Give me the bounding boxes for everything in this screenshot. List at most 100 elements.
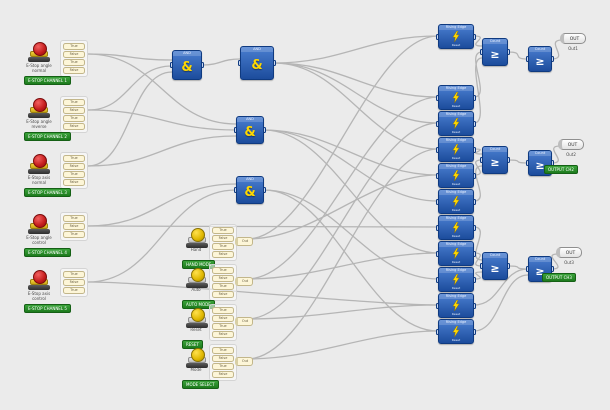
counter-block[interactable]: Count ≥: [480, 146, 510, 174]
param-capsule[interactable]: True: [63, 59, 85, 66]
param-capsule[interactable]: True: [212, 283, 234, 290]
param-capsule[interactable]: True: [63, 287, 85, 294]
output-capsule[interactable]: OUT: [556, 247, 582, 258]
param-capsule[interactable]: False: [63, 179, 85, 186]
and-gate-block[interactable]: AND &: [234, 116, 266, 144]
counter-block[interactable]: Count ≥: [526, 46, 554, 72]
output-capsule[interactable]: OUT: [560, 33, 586, 44]
greater-equal-symbol: ≥: [535, 55, 545, 68]
param-capsule[interactable]: True: [212, 243, 234, 250]
counter-block[interactable]: Count ≥: [480, 252, 510, 280]
param-capsule[interactable]: False: [63, 67, 85, 74]
block-title: Count: [483, 253, 507, 258]
param-capsule[interactable]: True: [63, 115, 85, 122]
rising-edge-port-label: Reset: [451, 338, 461, 342]
rising-edge-block[interactable]: Rising Edge Reset: [436, 241, 476, 266]
output-capsule[interactable]: Out: [235, 277, 253, 286]
param-capsule[interactable]: False: [212, 315, 234, 322]
and-gate-block[interactable]: AND &: [238, 46, 276, 80]
block-title: Rising Edge: [439, 190, 473, 195]
rising-edge-block[interactable]: Rising Edge Reset: [436, 137, 476, 162]
param-capsule[interactable]: False: [63, 123, 85, 130]
rising-edge-block[interactable]: Rising Edge Reset: [436, 215, 476, 240]
group-label-tag: E-STOP CHANNEL 4: [24, 248, 71, 257]
output-caption: Out1: [568, 46, 578, 51]
param-capsule[interactable]: True: [212, 347, 234, 354]
output-capsule[interactable]: OUT: [558, 139, 584, 150]
param-capsule[interactable]: True: [63, 99, 85, 106]
wire: [246, 304, 439, 320]
output-label-tag: OUTPUT CH3: [542, 273, 576, 282]
wire: [473, 268, 529, 306]
estop-red-cap: [33, 42, 47, 56]
rising-edge-block[interactable]: Rising Edge Reset: [436, 267, 476, 292]
group-label-tag: E-STOP CHANNEL 1: [24, 76, 71, 85]
param-capsule[interactable]: True: [63, 171, 85, 178]
param-capsule[interactable]: False: [212, 251, 234, 258]
output-capsule[interactable]: Out: [235, 357, 253, 366]
rising-edge-block[interactable]: Rising Edge Reset: [436, 24, 476, 49]
param-capsule[interactable]: False: [212, 235, 234, 242]
param-capsule[interactable]: True: [212, 227, 234, 234]
param-capsule[interactable]: False: [63, 223, 85, 230]
param-capsule[interactable]: False: [212, 371, 234, 378]
mode-yellow-cap: [191, 308, 205, 322]
estop-button[interactable]: [28, 42, 50, 62]
rising-edge-block[interactable]: Rising Edge Reset: [436, 293, 476, 318]
output-capsule[interactable]: Out: [235, 237, 253, 246]
button-caption: E-Stop axis control: [27, 291, 51, 301]
rising-edge-block[interactable]: Rising Edge Reset: [436, 189, 476, 214]
block-title: AND: [237, 177, 263, 182]
param-capsule[interactable]: False: [63, 279, 85, 286]
rising-edge-block[interactable]: Rising Edge Reset: [436, 319, 476, 344]
param-capsule[interactable]: False: [63, 163, 85, 170]
wire: [246, 96, 439, 280]
rising-edge-block[interactable]: Rising Edge Reset: [436, 85, 476, 110]
param-capsule[interactable]: False: [212, 331, 234, 338]
param-capsule[interactable]: True: [212, 267, 234, 274]
wire: [87, 65, 173, 111]
mode-button[interactable]: [186, 268, 208, 288]
param-capsule[interactable]: True: [212, 323, 234, 330]
estop-button-base: [28, 113, 50, 118]
and-gate-block[interactable]: AND &: [234, 176, 266, 204]
lightning-bolt-icon: [439, 117, 473, 130]
rising-edge-block[interactable]: Rising Edge Reset: [436, 163, 476, 188]
mode-button[interactable]: [186, 308, 208, 328]
param-capsule[interactable]: False: [63, 51, 85, 58]
mode-button[interactable]: [186, 348, 208, 368]
wire: [87, 281, 439, 306]
param-capsule[interactable]: True: [212, 363, 234, 370]
param-capsule[interactable]: False: [212, 291, 234, 298]
param-capsule[interactable]: True: [63, 271, 85, 278]
estop-button[interactable]: [28, 154, 50, 174]
estop-button[interactable]: [28, 98, 50, 118]
param-capsule[interactable]: True: [63, 43, 85, 50]
param-capsule[interactable]: False: [212, 275, 234, 282]
mode-yellow-cap: [191, 228, 205, 242]
param-capsule[interactable]: False: [212, 355, 234, 362]
output-capsule[interactable]: Out: [235, 317, 253, 326]
counter-block[interactable]: Count ≥: [480, 38, 510, 66]
estop-red-cap: [33, 154, 47, 168]
param-capsule[interactable]: True: [63, 231, 85, 238]
param-capsule[interactable]: True: [63, 215, 85, 222]
mode-button-base: [186, 323, 208, 328]
param-capsule[interactable]: False: [63, 107, 85, 114]
and-gate-block[interactable]: AND &: [170, 50, 204, 80]
group-label-tag: MODE SELECT: [182, 380, 219, 389]
param-capsule[interactable]: True: [63, 155, 85, 162]
rising-edge-block[interactable]: Rising Edge Reset: [436, 111, 476, 136]
rising-edge-port-label: Reset: [451, 286, 461, 290]
estop-button[interactable]: [28, 214, 50, 234]
estop-button-base: [28, 285, 50, 290]
group-label-tag: E-STOP CHANNEL 3: [24, 188, 71, 197]
estop-button-base: [28, 169, 50, 174]
param-capsule[interactable]: True: [212, 307, 234, 314]
estop-button[interactable]: [28, 270, 50, 290]
mode-button[interactable]: [186, 228, 208, 248]
